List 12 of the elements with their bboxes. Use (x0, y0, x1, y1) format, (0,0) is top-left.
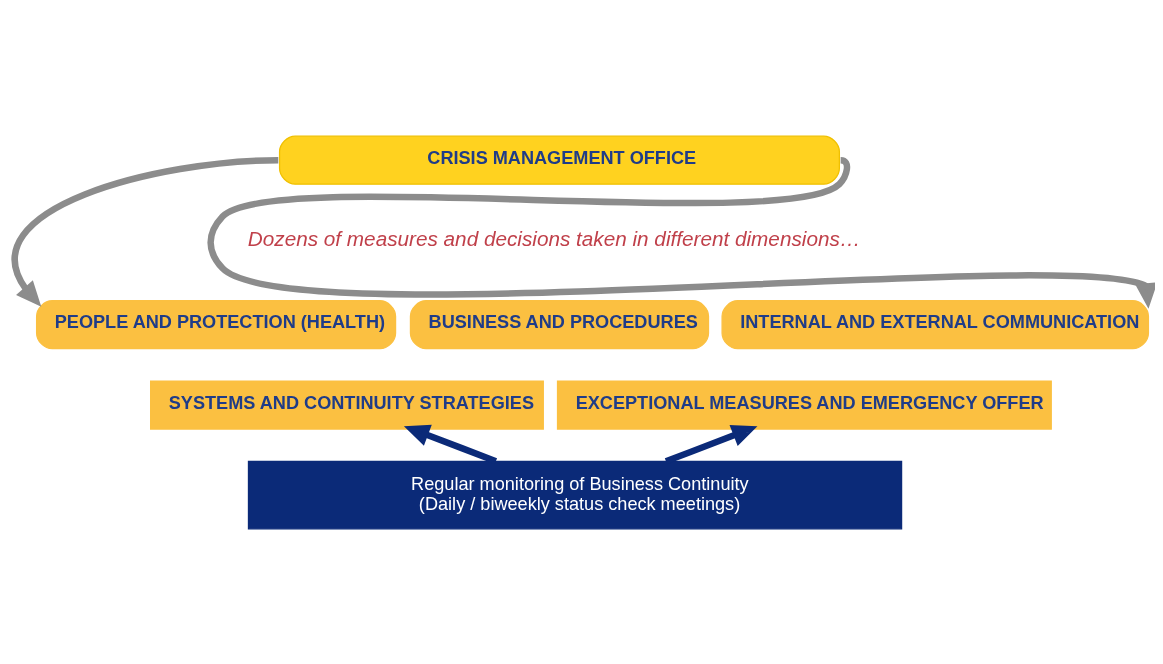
node-box: CRISIS MANAGEMENT OFFICE (278, 135, 840, 185)
node-box: INTERNAL AND EXTERNAL COMMUNICATION (721, 299, 1150, 349)
arrow (664, 424, 758, 464)
arrow (12, 156, 279, 307)
node-box: EXCEPTIONAL MEASURES AND EMERGENCY OFFER (556, 379, 1052, 430)
node-box: Regular monitoring of Business Continuity (Daily / biweekly status check meetings) (247, 460, 903, 529)
node-box: BUSINESS AND PROCEDURES (409, 299, 710, 349)
node-box: SYSTEMS AND CONTINUITY STRATEGIES (150, 379, 544, 430)
label: Dozens of measures and decisions taken in different dimensions… (247, 226, 861, 250)
arrow (208, 158, 1155, 309)
arrow (403, 424, 498, 464)
node-box: PEOPLE AND PROTECTION (HEALTH) (35, 299, 397, 349)
